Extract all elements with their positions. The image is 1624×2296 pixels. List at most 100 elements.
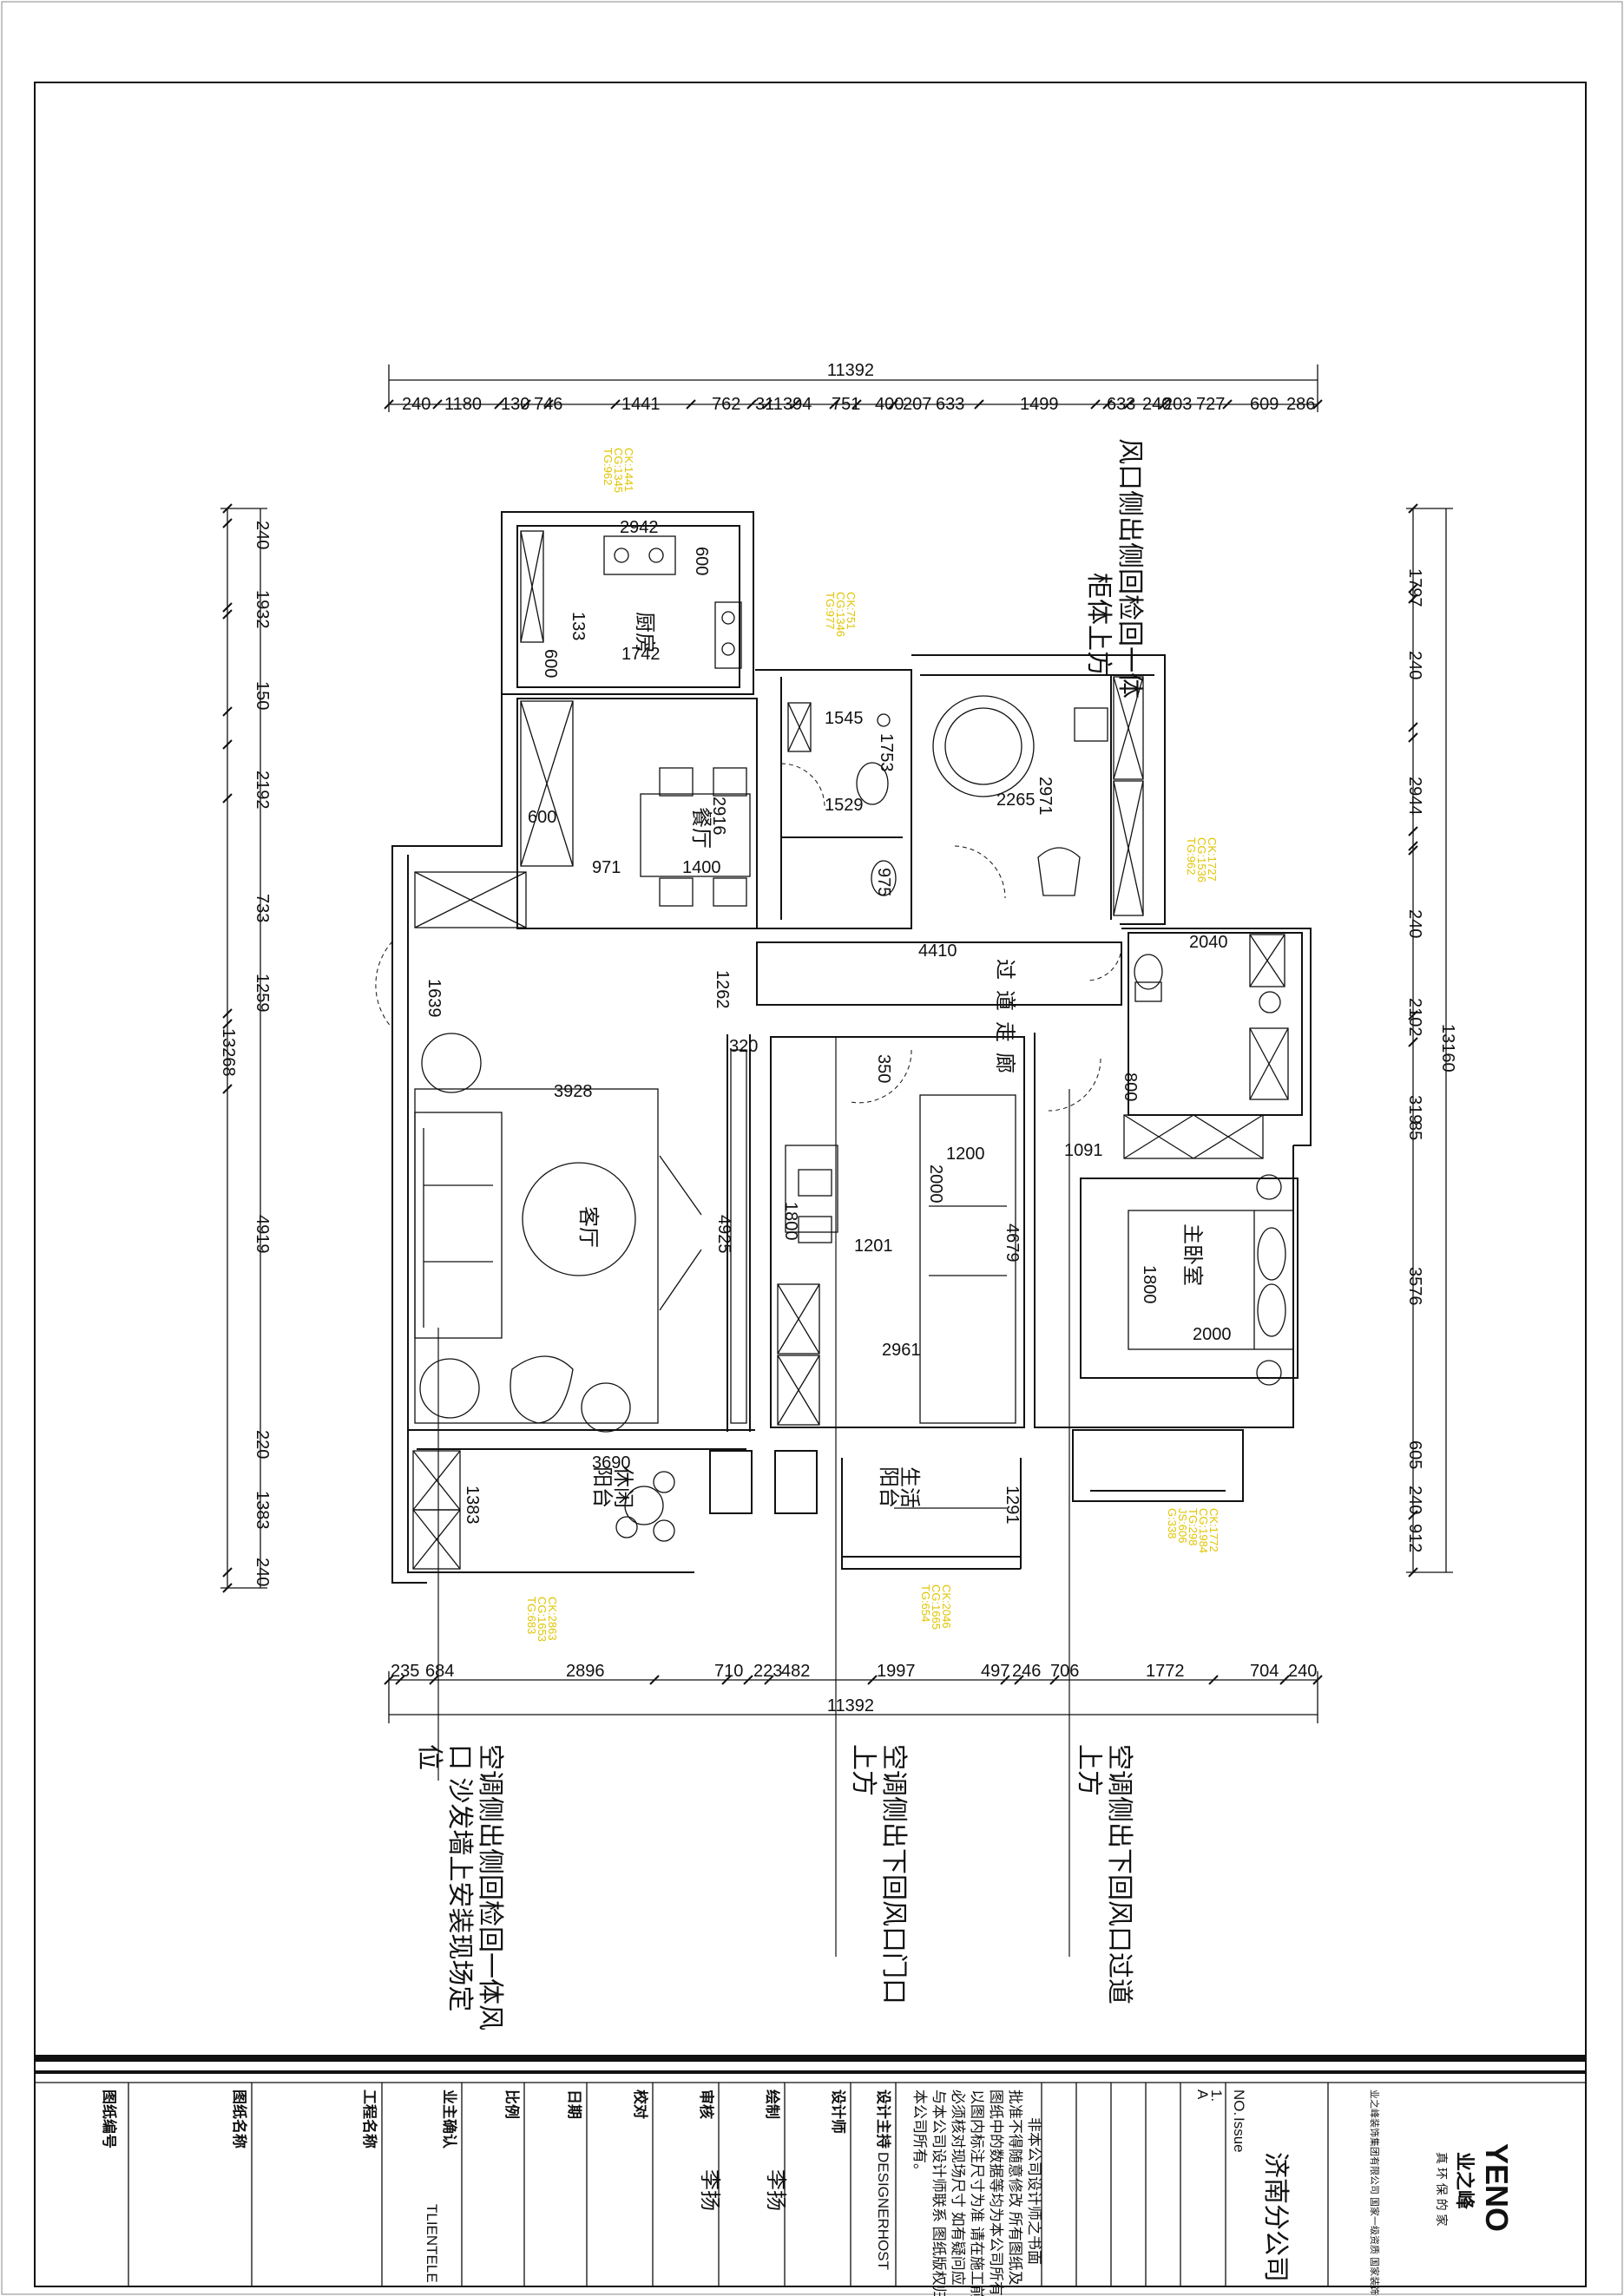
yellow-note: TG:298: [1187, 1508, 1200, 1545]
title-block: [35, 2082, 1586, 2286]
dimension-tick: [222, 609, 233, 620]
right-dimensions: 1797 240 2944 240 2102 319 85 3576 605 2…: [1405, 568, 1457, 1552]
annotation-ac-sofa: 空调侧出侧回检回一体风: [476, 1744, 504, 2030]
top-dim: 1180: [444, 395, 482, 414]
bottom-dim: 2896: [566, 1662, 605, 1681]
designer-value: 李扬: [764, 2169, 787, 2211]
yellow-note: TG:683: [525, 1597, 538, 1634]
left-dimensions: 240 1932 150 2192 733 1259 4919 220 1383…: [219, 521, 272, 1586]
room-label-balcony: 阳台: [590, 1466, 614, 1508]
dimension-tick: [521, 399, 531, 410]
yellow-note: TG:654: [919, 1584, 932, 1622]
dimension-tick: [1000, 1675, 1010, 1685]
brand-sub: 真 环 保 的 家: [1435, 2152, 1449, 2227]
dimension-tick: [1014, 1675, 1024, 1685]
left-dim: 1932: [253, 590, 272, 629]
room-labels: 厨房 餐厅 客厅 主卧室 过道走廊 休闲 阳台 生活 阳台: [576, 612, 1204, 1508]
dimension-tick: [222, 793, 233, 804]
annotation-vent-top: 柜体上方: [1084, 573, 1113, 677]
inner-dim: 1262: [713, 970, 732, 1009]
checker-label: 校对: [632, 2089, 649, 2119]
dimension-tick: [384, 399, 394, 410]
right-dim: 2102: [1405, 998, 1424, 1037]
disclaimer-line: 以图内标注尺寸为准 请在施工前: [969, 2089, 985, 2296]
room-label-kitchen: 厨房: [633, 612, 656, 653]
annotation-vent-top: 风口侧出侧回检回一体: [1115, 438, 1144, 699]
brand-cn: 业之峰: [1454, 2152, 1476, 2210]
dimension-tick: [1123, 399, 1134, 410]
dimension-tick: [1312, 1675, 1323, 1685]
dimension-tick: [1222, 399, 1233, 410]
company-name: 济南分公司: [1261, 2152, 1290, 2282]
dimension-tick: [1408, 722, 1418, 732]
dimension-tick: [1408, 732, 1418, 743]
dimension-tick: [222, 602, 233, 613]
row-label: 1.: [1208, 2089, 1225, 2102]
top-dim: 1441: [621, 395, 661, 414]
yellow-note: CG:1665: [930, 1584, 943, 1630]
bottom-dim: 1772: [1146, 1662, 1185, 1681]
inner-dim: 971: [592, 858, 621, 877]
yellow-notes: CK:1441 CG:1345 TG:962 CK:751 CG:1346 TG…: [525, 448, 1220, 1642]
dimension-tick: [1408, 1510, 1418, 1520]
inner-dim: 133: [569, 612, 588, 640]
left-dim: 240: [253, 521, 272, 549]
disclaimer-line: 必须核对现场尺寸 如有疑问应: [950, 2089, 966, 2286]
row-label: A: [1194, 2089, 1211, 2100]
top-dim: 751: [832, 395, 860, 414]
top-dim: 207: [903, 395, 931, 414]
dimension-tick: [395, 1675, 405, 1685]
top-total-dim: 11392: [827, 361, 874, 380]
right-dim: 605: [1405, 1440, 1424, 1469]
inner-dim: 1639: [424, 979, 444, 1018]
bottom-dim: 240: [1288, 1662, 1317, 1681]
bottom-dim: 706: [1050, 1662, 1079, 1681]
inner-dim: 320: [729, 1037, 758, 1056]
dimension-tick: [222, 1019, 233, 1029]
dimension-tick: [222, 503, 233, 514]
dimension-tick: [829, 399, 839, 410]
dimension-tick: [222, 1567, 233, 1578]
dimension-tick: [974, 399, 984, 410]
inner-dim: 1201: [854, 1237, 893, 1256]
walls: [391, 511, 1312, 1584]
yellow-note: TG:962: [602, 448, 615, 485]
owner-label: 业主确认: [441, 2089, 458, 2149]
inner-dim: 600: [528, 808, 556, 827]
right-dim: 240: [1405, 909, 1424, 938]
dimension-tick: [1049, 1675, 1060, 1685]
inner-dim: 350: [874, 1054, 893, 1083]
project-label: 工程名称: [361, 2089, 378, 2148]
bottom-dim: 704: [1250, 1662, 1279, 1681]
dimension-tick: [1159, 399, 1169, 410]
issue-label: Issue: [1231, 2117, 1247, 2153]
yellow-note: CK:1441: [622, 448, 635, 492]
inner-dim: 2000: [926, 1164, 945, 1204]
left-dim: 2192: [253, 771, 272, 810]
top-dim: 727: [1196, 395, 1225, 414]
bottom-dim: 482: [781, 1662, 810, 1681]
right-dim: 912: [1405, 1524, 1424, 1552]
dimension-tick: [222, 706, 233, 717]
title-block-text: 图纸编号 图纸名称 工程名称 业主确认 TLIENTELE 比例 日期 校对 审…: [101, 2089, 1515, 2296]
left-dim: 733: [253, 894, 272, 922]
dimension-tick: [867, 1675, 878, 1685]
disclaimer-line: 非本公司设计师之书面: [1026, 2117, 1042, 2265]
inner-dim: 600: [692, 547, 711, 575]
door-swings: [375, 763, 1122, 1112]
room-label-master-bedroom: 主卧室: [1180, 1223, 1204, 1286]
top-dim: 203: [1163, 395, 1192, 414]
yellow-note: TG:962: [1185, 837, 1198, 875]
inner-dim: 1529: [825, 796, 864, 815]
right-dim: 319: [1405, 1095, 1424, 1124]
inner-dim: 800: [1121, 1073, 1140, 1101]
design-director-value: DESIGNERHOST: [875, 2152, 891, 2270]
drawing-name-label: 图纸名称: [231, 2089, 248, 2148]
inner-dim: 1800: [781, 1202, 800, 1241]
inner-dim: 975: [874, 868, 893, 896]
top-dim: 609: [1250, 395, 1279, 414]
inner-dim: 3928: [554, 1082, 593, 1101]
yellow-note: CG:1536: [1195, 837, 1208, 882]
room-label-corridor: 过道走廊: [993, 959, 1016, 1084]
dimension-tick: [721, 1675, 732, 1685]
